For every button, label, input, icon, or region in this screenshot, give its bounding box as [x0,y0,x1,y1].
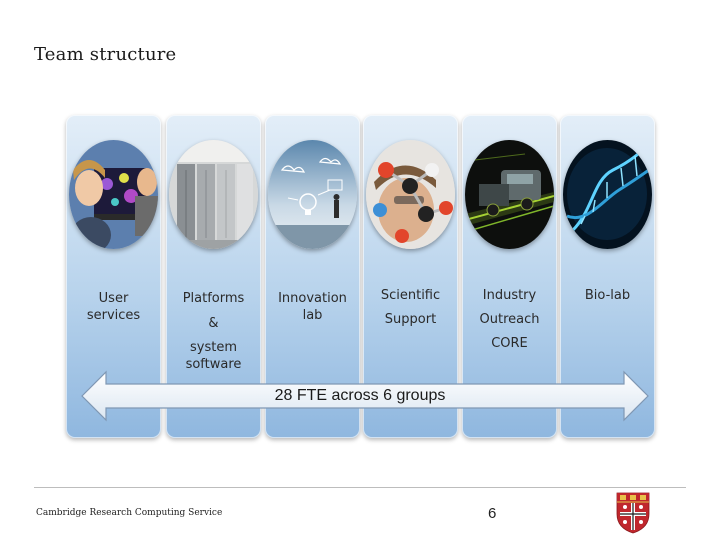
server-racks-photo [169,140,258,249]
slide-title: Team structure [34,44,177,65]
page-number: 6 [488,505,497,522]
ideas-lightbulb-photo [268,140,357,249]
fte-summary-label: 28 FTE across 6 groups [274,387,446,404]
group-label-scientific-support: Scientific Support [380,288,441,327]
group-label-industry-outreach: Industry Outreach CORE [479,288,540,351]
footer-organization: Cambridge Research Computing Service [36,508,223,518]
group-label-user-services: User services [86,291,141,323]
university-crest-icon [616,492,650,534]
dna-helix-photo [563,140,652,249]
group-user-services: User services [66,115,161,438]
truck-engineering-photo [465,140,554,249]
group-label-innovation-lab: Innovation lab [278,291,347,323]
group-label-bio-lab: Bio-lab [584,288,631,303]
group-label-platforms: Platforms & system software [182,291,245,372]
double-arrow-icon [81,370,649,422]
footer-divider [34,487,686,488]
researchers-at-screen-photo [69,140,158,249]
molecule-model-photo [366,140,455,249]
